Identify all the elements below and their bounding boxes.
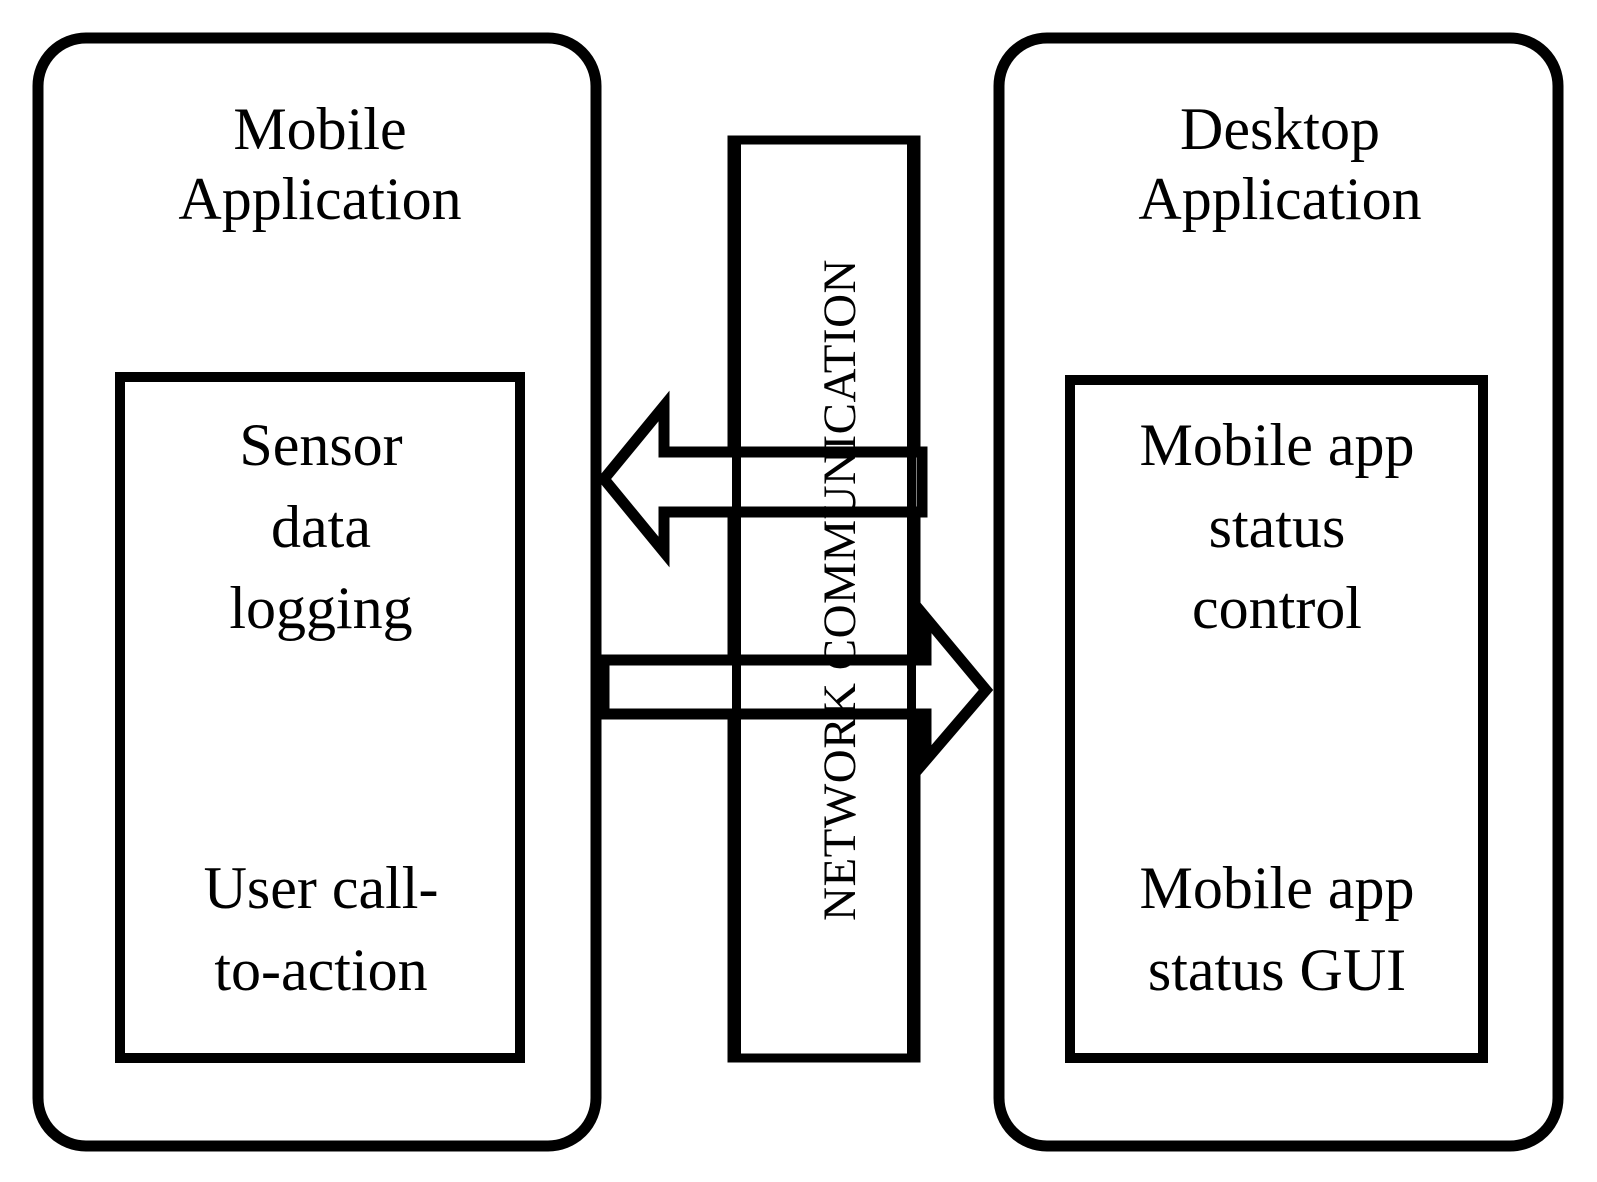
user-call-to-action-label: User call- to-action — [203, 855, 439, 1003]
mobile-application-inner-box — [115, 372, 525, 1063]
sensor-data-logging-label: Sensor data logging — [229, 412, 413, 642]
desktop-application-inner-box — [1065, 375, 1488, 1063]
arrow-mobile-to-desktop — [598, 602, 994, 775]
arrow-desktop-to-mobile — [596, 390, 928, 568]
desktop-application-title: Desktop Application — [1138, 96, 1422, 232]
mobile-application-title: Mobile Application — [178, 96, 462, 232]
mobile-app-status-gui-label: Mobile app status GUI — [1139, 855, 1415, 1003]
mobile-app-status-control-label: Mobile app status control — [1139, 412, 1415, 642]
network-communication-label: NETWORK COMMUNICATION — [814, 259, 866, 921]
